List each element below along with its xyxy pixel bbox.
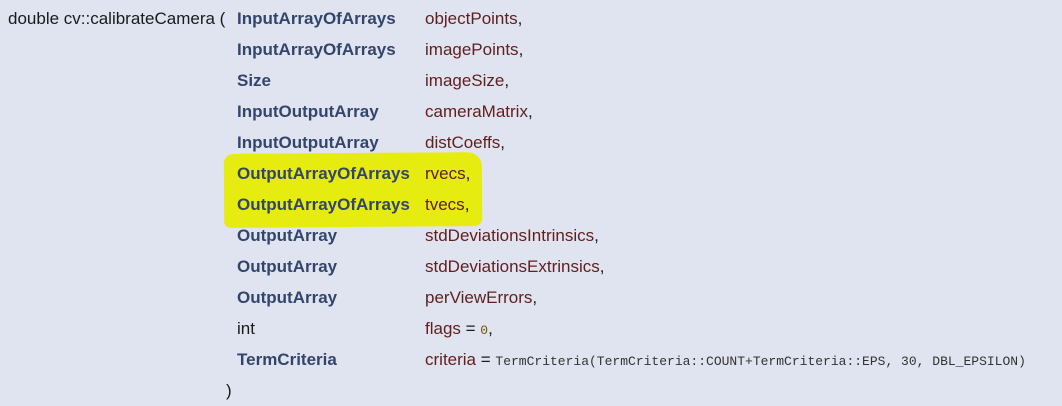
param-name: stdDeviationsExtrinsics, <box>425 257 605 276</box>
param-type-link[interactable]: OutputArray <box>237 288 338 307</box>
param-name: distCoeffs, <box>425 133 506 152</box>
param-name: objectPoints, <box>425 9 523 28</box>
param-name: imagePoints, <box>425 40 524 59</box>
param-name: rvecs, <box>425 164 471 183</box>
default-value: TermCriteria(TermCriteria::COUNT+TermCri… <box>495 354 1026 369</box>
param-type-link[interactable]: InputOutputArray <box>237 133 379 152</box>
param-type-link[interactable]: OutputArrayOfArrays <box>237 164 410 183</box>
param-type: int <box>237 319 255 338</box>
param-name: imageSize, <box>425 71 510 90</box>
function-prefix: double cv::calibrateCamera ( <box>8 9 226 28</box>
param-row-rvecs: OutputArrayOfArrays rvecs, <box>0 164 1062 186</box>
param-row-perViewErrors: OutputArray perViewErrors, <box>0 288 1062 310</box>
param-name: stdDeviationsIntrinsics, <box>425 226 599 245</box>
param-name: perViewErrors, <box>425 288 538 307</box>
param-type-link[interactable]: InputOutputArray <box>237 102 379 121</box>
param-row-stdDeviationsIntrinsics: OutputArray stdDeviationsIntrinsics, <box>0 226 1062 248</box>
param-row-imagePoints: InputArrayOfArrays imagePoints, <box>0 40 1062 62</box>
param-type-link[interactable]: OutputArrayOfArrays <box>237 195 410 214</box>
param-row-stdDeviationsExtrinsics: OutputArray stdDeviationsExtrinsics, <box>0 257 1062 279</box>
param-name: flags = 0, <box>425 319 493 338</box>
param-row-objectPoints: InputArrayOfArrays objectPoints, <box>0 9 1062 31</box>
param-type-link[interactable]: OutputArray <box>237 257 338 276</box>
param-type-link[interactable]: InputArrayOfArrays <box>237 9 396 28</box>
param-name: criteria = TermCriteria(TermCriteria::CO… <box>425 350 1026 369</box>
param-name: cameraMatrix, <box>425 102 533 121</box>
param-row-flags: int flags = 0, <box>0 319 1062 341</box>
param-type-link[interactable]: TermCriteria <box>237 350 337 369</box>
param-type-link[interactable]: Size <box>237 71 272 90</box>
param-row-distCoeffs: InputOutputArray distCoeffs, <box>0 133 1062 155</box>
param-name: tvecs, <box>425 195 470 214</box>
param-type-link[interactable]: OutputArray <box>237 226 338 245</box>
param-row-imageSize: Size imageSize, <box>0 71 1062 93</box>
param-row-criteria: TermCriteria criteria = TermCriteria(Ter… <box>0 350 1062 372</box>
param-type-link[interactable]: InputArrayOfArrays <box>237 40 396 59</box>
closing-paren: ) <box>226 381 232 400</box>
param-row-cameraMatrix: InputOutputArray cameraMatrix, <box>0 102 1062 124</box>
param-row-tvecs: OutputArrayOfArrays tvecs, <box>0 195 1062 217</box>
default-value: 0 <box>480 323 489 338</box>
